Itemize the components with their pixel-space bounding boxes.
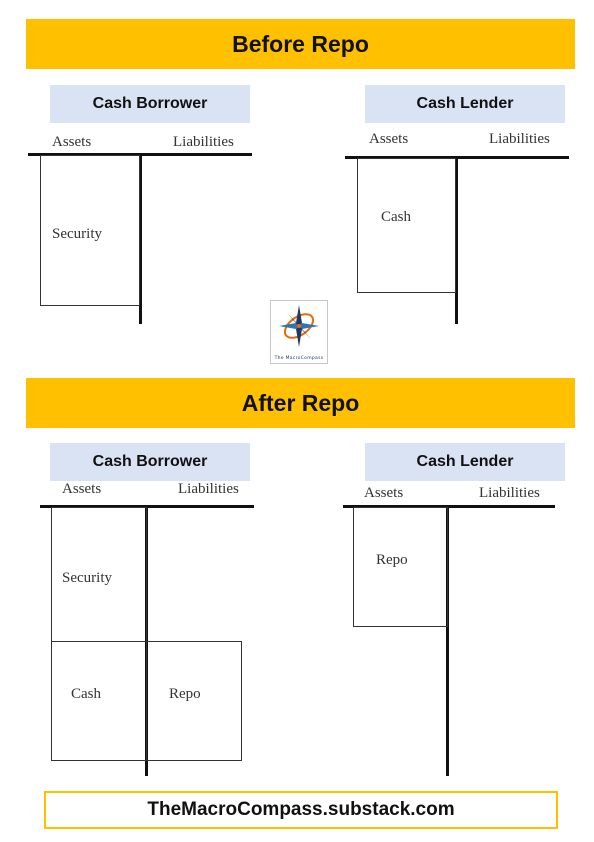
after-borrower-security-label: Security [62,570,112,586]
after-repo-banner: After Repo [26,378,575,428]
after-lender-repo-label: Repo [376,552,408,568]
after-borrower-header: Cash Borrower [50,443,250,481]
after-lender-repo-box [353,507,448,627]
after-borrower-repo-liability-box [146,641,242,761]
after-lender-t-account-top [343,505,555,508]
before-lender-cash-label: Cash [381,209,411,225]
before-borrower-liabilities-label: Liabilities [173,134,234,150]
after-borrower-liabilities-label: Liabilities [178,481,239,497]
before-lender-assets-label: Assets [369,131,409,147]
after-lender-assets-label: Assets [364,485,404,501]
before-lender-liabilities-label: Liabilities [489,131,550,147]
macrocompass-logo: The MacroCompass [270,300,328,364]
before-borrower-t-account-divider [139,153,142,324]
before-repo-banner: Before Repo [26,19,575,69]
footer-url: TheMacroCompass.substack.com [44,791,558,829]
before-lender-t-account-divider [455,156,458,324]
before-borrower-security-label: Security [52,226,102,242]
compass-icon [279,305,319,347]
before-borrower-assets-label: Assets [52,134,92,150]
before-borrower-header: Cash Borrower [50,85,250,123]
logo-wordmark: The MacroCompass [274,356,324,361]
before-lender-cash-box [357,158,456,293]
before-borrower-security-box [40,155,140,306]
after-borrower-repo-label: Repo [169,686,201,702]
before-lender-header: Cash Lender [365,85,565,123]
after-lender-header: Cash Lender [365,443,565,481]
after-borrower-assets-label: Assets [62,481,102,497]
after-lender-t-account-divider [446,505,449,776]
after-lender-liabilities-label: Liabilities [479,485,540,501]
after-borrower-cash-label: Cash [71,686,101,702]
